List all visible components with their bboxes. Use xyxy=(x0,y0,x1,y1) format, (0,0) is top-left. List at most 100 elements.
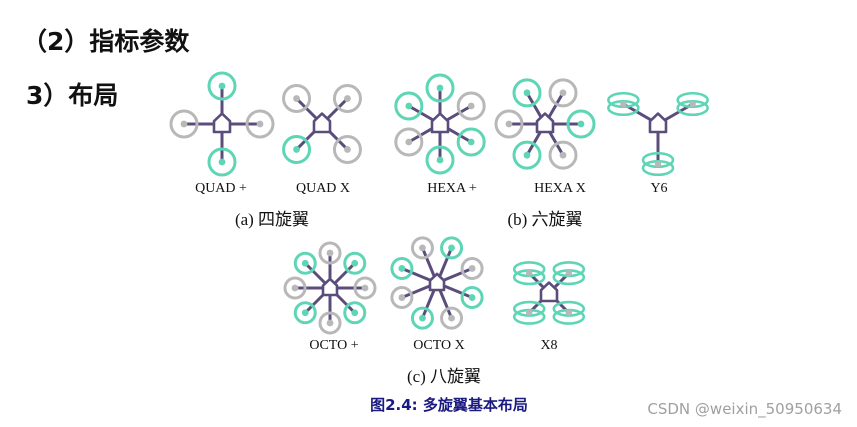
rotor-ring xyxy=(282,134,312,164)
rotor-ring xyxy=(440,236,464,260)
drone-body xyxy=(535,112,555,134)
rotor-hub xyxy=(293,95,300,102)
rotor-hub xyxy=(419,244,426,252)
drone-y6 xyxy=(607,91,709,177)
drone-diagrams xyxy=(169,71,709,335)
rotor-hub xyxy=(505,120,513,128)
rotor-ring xyxy=(207,71,237,101)
drone-body xyxy=(312,112,332,134)
rotor-ring xyxy=(394,91,424,121)
rotor-hub xyxy=(565,309,572,316)
rotor-hub xyxy=(577,120,585,128)
rotor xyxy=(282,84,312,114)
rotor xyxy=(282,134,312,164)
rotor-ring xyxy=(343,301,367,325)
rotor-hub xyxy=(436,156,444,164)
rotor xyxy=(494,109,524,139)
rotor-ring xyxy=(440,306,464,330)
rotor-hub xyxy=(468,265,476,272)
rotor xyxy=(332,84,362,114)
drone-body xyxy=(648,112,668,134)
rotor xyxy=(293,301,317,325)
rotor xyxy=(343,301,367,325)
caption-hexarotor: (b) 六旋翼 xyxy=(507,210,582,229)
rotor-hub xyxy=(559,151,567,159)
rotor-ring xyxy=(283,276,307,300)
rotor-hub xyxy=(405,138,413,146)
rotor xyxy=(512,78,542,108)
rotor-hub xyxy=(326,249,334,257)
rotor-ring xyxy=(548,140,578,170)
rotor-hub xyxy=(291,284,299,292)
rotor-hub xyxy=(344,146,351,153)
coaxial-rotor-pair xyxy=(676,91,709,117)
rotor xyxy=(332,134,362,164)
coaxial-rotor-pair xyxy=(641,151,675,177)
rotor-ring xyxy=(245,109,275,139)
rotor-ring xyxy=(460,286,484,310)
rotor-hub xyxy=(448,244,455,252)
rotor-ring xyxy=(318,241,342,265)
rotor-ring xyxy=(169,109,199,139)
rotor-ring xyxy=(456,91,486,121)
layout-heading: 3）布局 xyxy=(26,81,118,110)
rotor-hub xyxy=(405,102,413,110)
coaxial-rotor-pair xyxy=(512,261,546,286)
config-label-x8: X8 xyxy=(540,338,557,353)
rotor-ring xyxy=(410,236,434,260)
rotor-hub xyxy=(689,100,696,108)
rotor xyxy=(410,236,434,260)
rotor-hub xyxy=(526,309,533,316)
rotor-ring xyxy=(425,145,455,175)
rotor-hub xyxy=(436,84,444,92)
rotor-ring xyxy=(494,109,524,139)
rotor-hub xyxy=(467,102,475,110)
rotor-ring xyxy=(207,147,237,177)
rotor xyxy=(293,251,317,275)
rotor-ring xyxy=(390,286,414,310)
rotor xyxy=(169,109,199,139)
rotor-hub xyxy=(326,319,334,327)
rotor xyxy=(207,147,237,177)
drone-body xyxy=(212,112,232,134)
drone-body xyxy=(321,277,339,297)
rotor-hub xyxy=(448,314,455,322)
rotor-ring xyxy=(343,251,367,275)
rotor xyxy=(353,276,377,300)
drone-octo-plus xyxy=(283,241,377,335)
rotor-hub xyxy=(565,270,572,277)
config-label-y6: Y6 xyxy=(650,181,667,196)
rotor xyxy=(318,311,342,335)
rotor-hub xyxy=(218,82,226,90)
rotor-ring xyxy=(332,134,362,164)
rotor-ring xyxy=(353,276,377,300)
rotor-hub xyxy=(468,294,476,301)
drone-hexa-x xyxy=(494,78,596,170)
config-label-octo-plus: OCTO + xyxy=(309,338,358,353)
rotor xyxy=(425,145,455,175)
rotor xyxy=(425,73,455,103)
config-label-octo-x: OCTO X xyxy=(413,338,464,353)
rotor xyxy=(440,306,464,330)
rotor-hub xyxy=(361,284,369,292)
rotor xyxy=(245,109,275,139)
config-label-hexa-x: HEXA X xyxy=(534,181,586,196)
config-label-hexa-plus: HEXA + xyxy=(427,181,477,196)
rotor xyxy=(390,286,414,310)
coaxial-rotor-pair xyxy=(552,300,586,325)
config-label-quad-plus: QUAD + xyxy=(195,181,247,196)
rotor-ring xyxy=(318,311,342,335)
watermark: CSDN @weixin_50950634 xyxy=(647,400,842,419)
rotor-hub xyxy=(523,151,531,159)
drone-body xyxy=(428,272,446,292)
rotor-hub xyxy=(301,309,309,317)
rotor-hub xyxy=(256,120,264,128)
rotor xyxy=(394,127,424,157)
config-label-quad-x: QUAD X xyxy=(296,181,350,196)
rotor-hub xyxy=(344,95,351,102)
rotor xyxy=(440,236,464,260)
rotor xyxy=(343,251,367,275)
caption-octorotor: (c) 八旋翼 xyxy=(407,367,481,386)
rotor xyxy=(512,140,542,170)
